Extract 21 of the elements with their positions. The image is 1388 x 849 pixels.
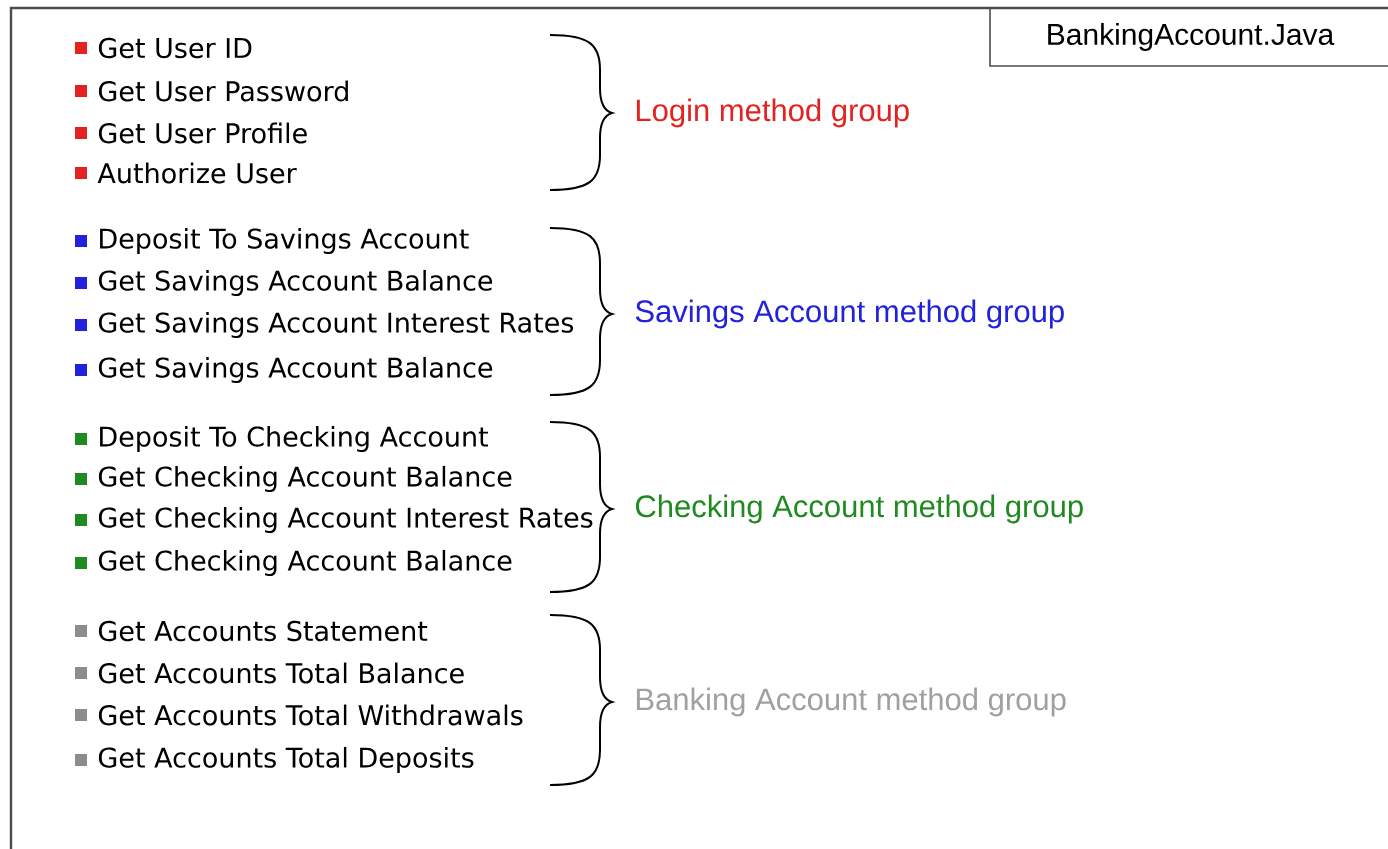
list-item: Get Accounts Statement <box>75 620 428 642</box>
list-item: Deposit To Checking Account <box>75 425 489 453</box>
list-item: Get Savings Account Balance <box>75 356 493 384</box>
list-item: Get User Profile <box>75 122 307 144</box>
list-item: Get User ID <box>75 37 252 59</box>
list-item: Get Checking Account Balance <box>75 465 512 493</box>
list-item: Get Accounts Total Withdrawals <box>75 704 523 726</box>
list-item: Get User Password <box>75 80 348 102</box>
list-item: Get Accounts Total Deposits <box>75 746 474 774</box>
list-item: Get Accounts Total Balance <box>75 662 464 684</box>
group-label: Login method group <box>636 98 909 128</box>
list-item: Get Savings Account Interest Rates <box>75 311 574 339</box>
list-item: Get Checking Account Interest Rates <box>75 506 593 534</box>
group-label: Banking Account method group <box>636 687 1066 717</box>
group-label: Checking Account method group <box>635 494 1083 524</box>
group-label: Savings Account method group <box>635 299 1064 329</box>
list-item: Get Savings Account Balance <box>75 269 493 297</box>
list-item: Authorize User <box>75 162 297 184</box>
list-item: Get Checking Account Balance <box>75 549 512 577</box>
list-item: Deposit To Savings Account <box>75 227 469 255</box>
file-name-box: BankingAccount.Java <box>989 7 1388 67</box>
